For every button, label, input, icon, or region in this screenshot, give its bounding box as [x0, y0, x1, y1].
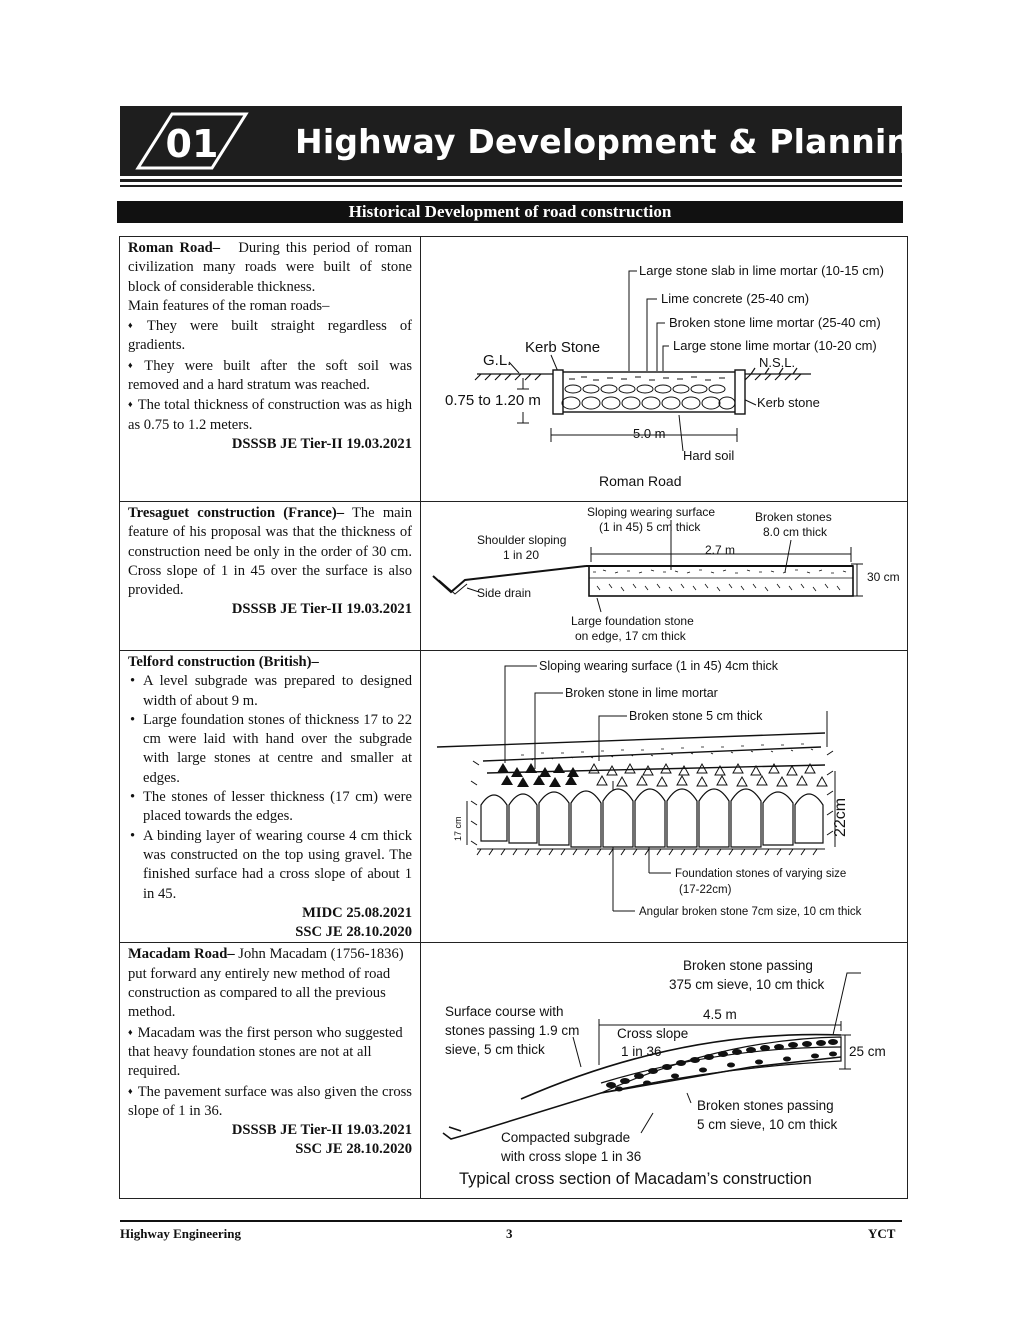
bullet-point: Large foundation stones of thickness 17 … [128, 711, 412, 788]
tresaguet-diagram: Sloping wearing surface (1 in 45) 5 cm t… [432, 505, 900, 643]
row-body: The main feature of his proposal was tha… [128, 505, 412, 599]
figure-label: Broken stone 5 cm thick [629, 709, 763, 723]
chapter-title: Highway Development & Planning [295, 122, 935, 161]
roman-road-diagram: Large stone slab in lime mortar (10-15 c… [445, 263, 884, 489]
row-text: Roman Road– During this period of roman … [119, 236, 421, 502]
bullet-list: A level subgrade was prepared to designe… [128, 672, 412, 904]
row-heading: Macadam Road– [128, 946, 235, 963]
roman-road-figure: Large stone slab in lime mortar (10-15 c… [420, 236, 908, 502]
exam-reference: SSC JE 28.10.2020 [295, 1141, 412, 1158]
row-text: Macadam Road– John Macadam (1756-1836) p… [119, 942, 421, 1200]
figure-label: Large foundation stone [571, 614, 694, 628]
row-heading: Roman Road– [128, 240, 221, 256]
tresaguet-figure: Sloping wearing surface (1 in 45) 5 cm t… [420, 501, 908, 651]
row-text: Telford construction (British)– A level … [119, 649, 421, 944]
figure-label: Large stone lime mortar (10-20 cm) [673, 338, 877, 353]
chapter-number: 01 [166, 122, 219, 166]
figure-label: Surface course with [445, 1004, 564, 1019]
section-title: Historical Development of road construct… [117, 201, 903, 223]
figure-label: on edge, 17 cm thick [575, 629, 687, 643]
figure-label: Side drain [477, 586, 531, 600]
figure-label: stones passing 1.9 cm [445, 1023, 579, 1038]
row-heading: Tresaguet construction (France)– [128, 505, 345, 521]
figure-label: Foundation stones of varying size [675, 868, 846, 880]
figure-label: 0.75 to 1.20 m [445, 392, 541, 409]
bullet-point: A binding layer of wearing course 4 cm t… [128, 827, 412, 904]
table-row: Roman Road– During this period of roman … [119, 236, 908, 502]
figure-label: Compacted subgrade [501, 1130, 630, 1145]
figure-label: Broken stones passing [697, 1098, 834, 1113]
figure-label: G.L. [483, 352, 511, 369]
figure-label: 1 in 20 [503, 548, 539, 562]
figure-label: Kerb stone [757, 395, 820, 410]
figure-label: Angular broken stone 7cm size, 10 cm thi… [639, 906, 862, 918]
exam-reference: DSSSB JE Tier-II 19.03.2021 [231, 1122, 412, 1139]
exam-reference: MIDC 25.08.2021 [302, 904, 412, 921]
figure-label: Lime concrete (25-40 cm) [661, 291, 809, 306]
table-row: Telford construction (British)– A level … [119, 649, 908, 944]
row-intro: During this period of roman civilization… [128, 240, 412, 295]
telford-figure: Sloping wearing surface (1 in 45) 4cm th… [420, 649, 908, 944]
chapter-number-badge: 01 [135, 112, 249, 170]
figure-label: 8.0 cm thick [763, 525, 828, 539]
macadam-diagram: Broken stone passing 375 cm sieve, 10 cm… [442, 958, 886, 1188]
banner-divider [120, 179, 902, 182]
exam-reference: DSSSB JE Tier-II 19.03.2021 [231, 601, 412, 618]
figure-label: Cross slope [617, 1026, 688, 1041]
telford-diagram: Sloping wearing surface (1 in 45) 4cm th… [436, 659, 862, 918]
page-number: 3 [506, 1226, 513, 1241]
paragraph: Tresaguet construction (France)– The mai… [128, 504, 412, 600]
table-row: Tresaguet construction (France)– The mai… [119, 501, 908, 651]
figure-label: N.S.L. [759, 355, 795, 370]
bullet-point: They were built straight regardless of g… [128, 316, 412, 356]
bullet-point: The total thickness of construction was … [128, 395, 412, 435]
figure-label: 5.0 m [633, 426, 666, 441]
figure-label: Kerb Stone [525, 339, 600, 356]
chapter-banner: 01 Highway Development & Planning [120, 106, 934, 176]
row-text: Tresaguet construction (France)– The mai… [119, 501, 421, 651]
figure-label: 2.7 m [705, 543, 735, 557]
figure-label: Broken stones [755, 510, 832, 524]
bullet-point: They were built after the soft soil was … [128, 356, 412, 396]
features-intro: Main features of the roman roads– [128, 297, 330, 314]
paragraph: Roman Road– During this period of roman … [128, 239, 412, 297]
figure-label: with cross slope 1 in 36 [500, 1149, 641, 1164]
footer-divider [120, 1220, 902, 1222]
paragraph: Macadam Road– John Macadam (1756-1836) p… [128, 945, 412, 1022]
figure-label: 375 cm sieve, 10 cm thick [669, 977, 825, 992]
bullet-point: Macadam was the first person who suggest… [128, 1023, 412, 1082]
figure-caption: Typical cross section of Macadam’s const… [459, 1170, 812, 1188]
figure-label: Large stone slab in lime mortar (10-15 c… [639, 263, 884, 278]
exam-reference: DSSSB JE Tier-II 19.03.2021 [231, 435, 412, 452]
bullet-point: The pavement surface was also given the … [128, 1082, 412, 1122]
exam-reference: SSC JE 28.10.2020 [295, 924, 412, 941]
figure-label: Broken stone in lime mortar [565, 686, 718, 700]
figure-label: 5 cm sieve, 10 cm thick [697, 1117, 838, 1132]
row-heading: Telford construction (British)– [128, 654, 319, 670]
figure-label: Sloping wearing surface (1 in 45) 4cm th… [539, 659, 779, 673]
figure-label: 30 cm [867, 570, 900, 584]
figure-label: Hard soil [683, 448, 734, 463]
figure-label: Broken stone lime mortar (25-40 cm) [669, 315, 881, 330]
figure-label: Shoulder sloping [477, 533, 566, 547]
content-table: Roman Road– During this period of roman … [119, 236, 908, 1200]
banner-divider [120, 185, 902, 187]
footer-publisher: YCT [868, 1226, 896, 1241]
macadam-figure: Broken stone passing 375 cm sieve, 10 cm… [420, 942, 908, 1200]
footer-book-title: Highway Engineering [120, 1226, 241, 1241]
figure-label: 22cm [832, 798, 849, 837]
figure-label: 4.5 m [703, 1007, 737, 1022]
figure-label: 17 cm [453, 816, 463, 841]
figure-caption: Roman Road [599, 473, 682, 489]
table-row: Macadam Road– John Macadam (1756-1836) p… [119, 942, 908, 1200]
figure-label: Broken stone passing [683, 958, 813, 973]
figure-label: (17-22cm) [679, 884, 732, 896]
bullet-point: The stones of lesser thickness (17 cm) w… [128, 788, 412, 827]
figure-label: 25 cm [849, 1044, 886, 1059]
figure-label: sieve, 5 cm thick [445, 1042, 545, 1057]
row-intro: John Macadam (1756-1836) put forward any… [128, 946, 404, 1021]
figure-label: Sloping wearing surface [587, 505, 715, 519]
bullet-point: A level subgrade was prepared to designe… [128, 672, 412, 711]
figure-label: (1 in 45) 5 cm thick [599, 520, 701, 534]
